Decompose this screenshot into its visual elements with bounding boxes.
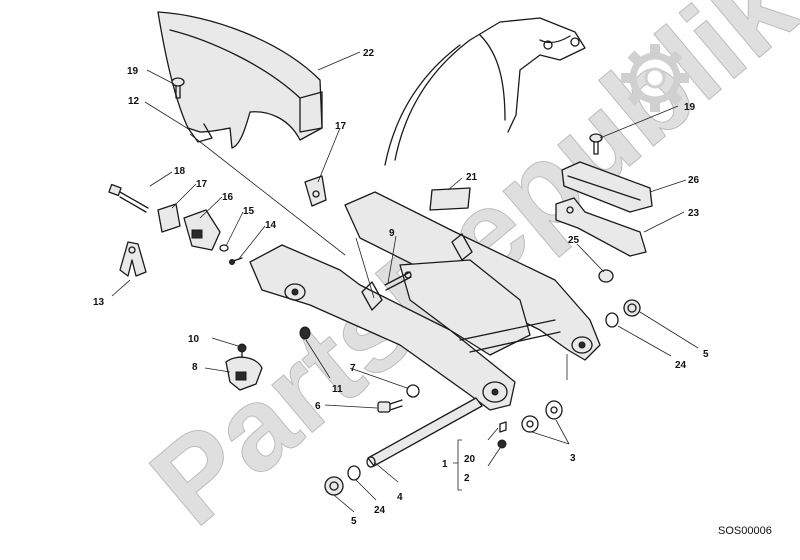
callout-21: 21 (466, 172, 478, 183)
part-screw-14[interactable] (229, 257, 243, 265)
callout-22: 22 (363, 48, 375, 59)
callout-18: 18 (174, 166, 186, 177)
part-washer-3[interactable] (521, 400, 563, 433)
part-oring-24-lower[interactable] (347, 465, 361, 481)
part-chain-guide-23[interactable] (555, 197, 647, 257)
callout-24-lower: 24 (374, 505, 386, 516)
part-oring-24-right[interactable] (605, 312, 619, 328)
callout-11: 11 (332, 384, 343, 395)
part-clip-17[interactable] (304, 175, 327, 207)
part-washer-7[interactable] (406, 384, 420, 398)
drawing-code: SOS00006 (718, 525, 772, 537)
part-bushing-25[interactable] (598, 269, 614, 283)
callout-23: 23 (688, 208, 700, 219)
part-rear-mudguard[interactable] (157, 11, 323, 149)
callout-5-lower: 5 (351, 516, 357, 527)
callout-12: 12 (128, 96, 140, 107)
callout-19-right: 19 (684, 102, 696, 113)
part-bolt-18[interactable] (108, 183, 149, 213)
callout-2: 2 (464, 473, 470, 484)
part-bolt-6[interactable] (377, 399, 403, 413)
callout-3: 3 (570, 453, 576, 464)
leader-lines (111, 51, 699, 513)
callout-26: 26 (688, 175, 700, 186)
part-cap-5-lower[interactable] (324, 476, 344, 496)
callout-17: 17 (335, 121, 347, 132)
part-screw-20[interactable] (499, 421, 507, 433)
callout-7: 7 (350, 363, 356, 374)
callout-25: 25 (568, 235, 580, 246)
callout-15: 15 (243, 206, 255, 217)
callout-13: 13 (93, 297, 105, 308)
gear-icon (621, 44, 689, 112)
callout-14: 14 (265, 220, 277, 231)
callout-1: 1 (442, 459, 448, 470)
part-swingarm[interactable] (249, 191, 601, 411)
part-chain-slider-26[interactable] (561, 161, 653, 213)
callout-20: 20 (464, 454, 476, 465)
part-bracket-13[interactable] (119, 241, 147, 277)
part-pad-21[interactable] (429, 187, 471, 211)
callout-9: 9 (389, 228, 395, 239)
part-screw-19-right[interactable] (589, 133, 603, 155)
callout-8: 8 (192, 362, 198, 373)
callout-labels: 22 19 12 17 18 17 16 15 14 13 9 21 19 26… (93, 48, 709, 527)
part-bushing-11[interactable] (299, 326, 311, 340)
part-clip-17-lower[interactable] (157, 203, 181, 233)
group-brace (453, 439, 462, 491)
part-clamp-8[interactable] (225, 356, 263, 391)
callout-16: 16 (222, 192, 234, 203)
part-screw-19[interactable] (171, 77, 185, 99)
callout-24-right: 24 (675, 360, 687, 371)
part-washer-15[interactable] (219, 244, 229, 252)
part-rear-frame (384, 17, 586, 166)
callout-5-right: 5 (703, 349, 709, 360)
part-bolt-9[interactable] (384, 271, 412, 291)
callout-6: 6 (315, 401, 321, 412)
callout-4: 4 (397, 492, 403, 503)
callout-10: 10 (188, 334, 200, 345)
part-washer-2[interactable] (497, 439, 507, 449)
part-pivot-shaft-4[interactable] (366, 397, 483, 468)
callout-19: 19 (127, 66, 139, 77)
part-clamp-16[interactable] (183, 209, 221, 251)
part-cap-5-right[interactable] (623, 299, 641, 317)
callout-17-lower: 17 (196, 179, 208, 190)
